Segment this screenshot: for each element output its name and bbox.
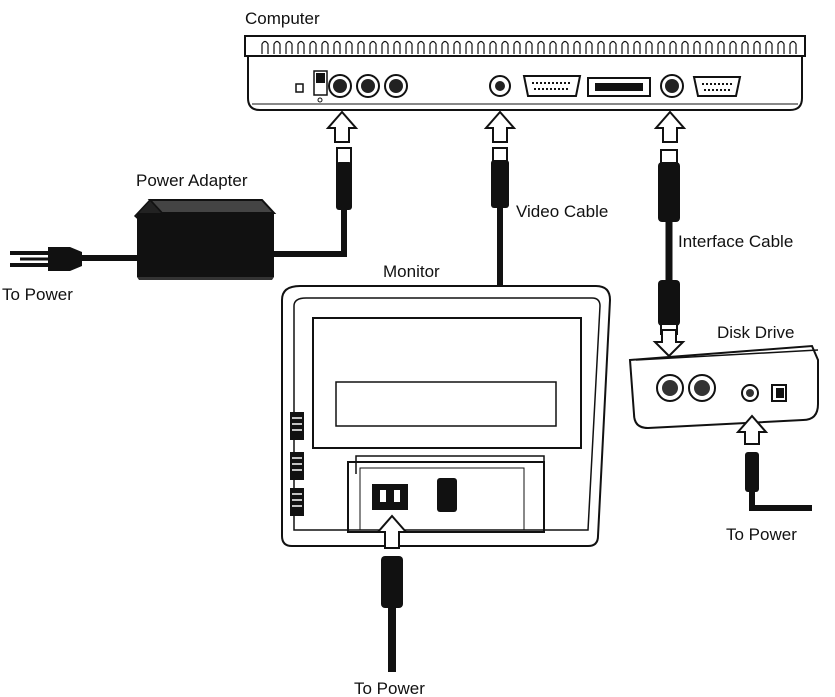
vent-ridge	[393, 40, 401, 54]
vent-ridge	[669, 40, 677, 54]
vent-ridge	[633, 40, 641, 54]
label-to-power-right: To Power	[726, 525, 797, 544]
vent-ridge	[549, 40, 557, 54]
vent-ridge	[741, 40, 749, 54]
vent-ridge	[441, 40, 449, 54]
vent-ridge	[645, 40, 653, 54]
vent-ridge	[453, 40, 461, 54]
parallel-connector	[522, 75, 582, 97]
disk-switch	[771, 384, 787, 402]
din-port-2	[356, 74, 380, 98]
label-interface-cable: Interface Cable	[678, 232, 793, 251]
vent-ridge	[285, 40, 293, 54]
monitor-power-socket	[372, 484, 408, 510]
vent-ridge	[381, 40, 389, 54]
label-video-cable: Video Cable	[516, 202, 608, 221]
power-adapter	[133, 198, 277, 280]
label-disk-drive: Disk Drive	[717, 323, 794, 342]
vent-ridge	[345, 40, 353, 54]
computer-small-jack	[295, 83, 304, 93]
power-indicator	[317, 97, 323, 103]
monitor	[281, 285, 612, 547]
din-port-1	[328, 74, 352, 98]
vent-ridge	[753, 40, 761, 54]
vent-ridge	[573, 40, 581, 54]
video-port	[489, 75, 511, 97]
monitor-grill-3	[290, 488, 304, 516]
vent-ridge	[537, 40, 545, 54]
monitor-grill-2	[290, 452, 304, 480]
interface-cable	[658, 149, 680, 335]
vent-ridge	[777, 40, 785, 54]
disk-drive	[628, 344, 819, 430]
vent-ridge	[585, 40, 593, 54]
vent-ridge	[321, 40, 329, 54]
power-switch-toggle	[316, 73, 325, 83]
vent-ridge	[405, 40, 413, 54]
vent-ridge	[597, 40, 605, 54]
left-power-plug	[10, 247, 137, 271]
arrow-down-disk	[652, 329, 686, 358]
disk-port-in	[656, 374, 684, 402]
din-port-3	[384, 74, 408, 98]
disk-port-out	[688, 374, 716, 402]
vent-ridge	[525, 40, 533, 54]
dark-edge-connector	[587, 77, 651, 97]
vent-ridge	[705, 40, 713, 54]
label-to-power-bottom: To Power	[354, 679, 425, 697]
arrow-up-video	[483, 110, 517, 143]
vent-ridge	[309, 40, 317, 54]
disk-power-jack	[741, 384, 759, 402]
vent-ridge	[729, 40, 737, 54]
arrow-up-monitor-power	[375, 514, 409, 549]
label-computer: Computer	[245, 9, 320, 28]
computer-top-edge	[244, 35, 806, 57]
vent-ridge	[501, 40, 509, 54]
vent-ridge	[417, 40, 425, 54]
serial-connector	[692, 76, 742, 97]
monitor-grill-1	[290, 412, 304, 440]
monitor-power-cable	[381, 556, 403, 672]
vent-ridge	[789, 40, 797, 54]
monitor-video-input	[437, 478, 457, 512]
disk-power-cable	[745, 452, 812, 511]
label-to-power-left: To Power	[2, 285, 73, 304]
vent-ridge	[489, 40, 497, 54]
vent-ridge	[333, 40, 341, 54]
vent-ridge	[717, 40, 725, 54]
vent-ridge	[477, 40, 485, 54]
label-power-adapter: Power Adapter	[136, 171, 248, 190]
vent-ridge	[621, 40, 629, 54]
vent-ridge	[429, 40, 437, 54]
vent-ridge	[765, 40, 773, 54]
label-monitor: Monitor	[383, 262, 440, 281]
computer	[244, 35, 806, 111]
power-adapter-cable	[270, 147, 352, 257]
vent-ridge	[357, 40, 365, 54]
vent-ridge	[561, 40, 569, 54]
disk-port	[660, 74, 684, 98]
vent-ridge	[693, 40, 701, 54]
computer-vent-ridges	[261, 40, 797, 54]
vent-ridge	[657, 40, 665, 54]
vent-ridge	[609, 40, 617, 54]
vent-ridge	[681, 40, 689, 54]
arrow-up-disk-power	[735, 414, 769, 445]
vent-ridge	[465, 40, 473, 54]
vent-ridge	[297, 40, 305, 54]
vent-ridge	[513, 40, 521, 54]
vent-ridge	[369, 40, 377, 54]
vent-ridge	[273, 40, 281, 54]
arrow-up-interface	[653, 110, 687, 143]
arrow-up-power	[325, 110, 359, 143]
vent-ridge	[261, 40, 269, 54]
